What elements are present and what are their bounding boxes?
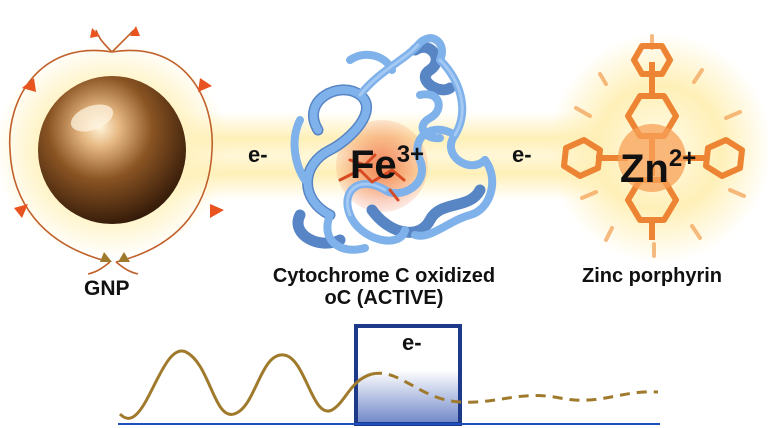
tunneling-barrier-icon: e- [118, 324, 660, 426]
incident-wave [118, 349, 373, 420]
iron-symbol: Fe [350, 143, 397, 187]
cytochrome-label-line2: oC (ACTIVE) [325, 287, 444, 309]
field-arrow-icon [14, 26, 224, 262]
gnp-label: GNP [84, 277, 130, 300]
gnp-field-lines [8, 29, 213, 275]
zinc-symbol: Zn [620, 147, 669, 191]
gold-nanoparticle-icon [38, 76, 186, 224]
electron-label-right: e- [512, 142, 532, 167]
tunneling-wave [371, 371, 659, 404]
zinc-porphyrin-icon [561, 34, 746, 258]
zinc-charge: 2+ [669, 145, 696, 172]
electron-label-left: e- [248, 142, 268, 167]
iron-charge: 3+ [397, 141, 424, 168]
cytochrome-protein-icon [290, 34, 497, 254]
zinc-porphyrin-label: Zinc porphyrin [582, 265, 722, 287]
iron-ion-label: Fe3+ [350, 141, 424, 187]
electron-barrier-label: e- [402, 330, 422, 355]
cytochrome-label-line1: Cytochrome C oxidized [273, 265, 495, 287]
zinc-ion-label: Zn2+ [620, 145, 696, 191]
